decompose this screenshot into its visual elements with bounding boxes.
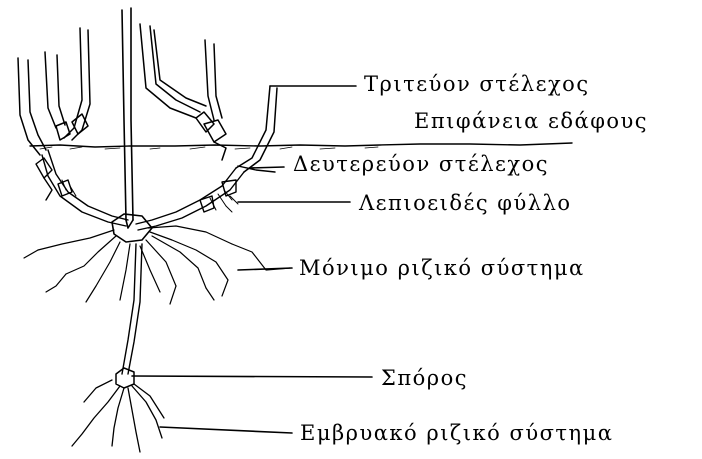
tertiary-stems-left xyxy=(18,28,90,155)
label-embryonic-root-system: Εμβρυακό ριζικό σύστημα xyxy=(300,423,613,444)
leader-permanent-roots xyxy=(238,268,292,270)
label-secondary-stem: Δευτερεύον στέλεχος xyxy=(293,154,549,175)
leader-lines xyxy=(132,167,372,433)
label-permanent-root-system: Μόνιμο ριζικό σύστημα xyxy=(299,258,585,279)
tertiary-stems-right xyxy=(140,24,356,172)
embryonic-roots xyxy=(72,380,164,452)
leader-secondary-stem xyxy=(250,167,284,168)
permanent-roots xyxy=(24,226,290,304)
leader-seed xyxy=(132,376,372,377)
mesocotyl xyxy=(122,244,142,374)
label-soil-surface: Επιφάνεια εδάφους xyxy=(414,111,648,132)
label-seed: Σπόρος xyxy=(381,368,468,389)
label-scale-leaf: Λεπιοειδές φύλλο xyxy=(359,193,572,214)
seed-shape xyxy=(116,368,134,388)
label-tertiary-stem: Τριτεύον στέλεχος xyxy=(364,74,590,95)
soil-surface-line xyxy=(30,143,572,147)
leader-embryonic-roots xyxy=(160,427,292,433)
main-stem xyxy=(122,8,133,228)
